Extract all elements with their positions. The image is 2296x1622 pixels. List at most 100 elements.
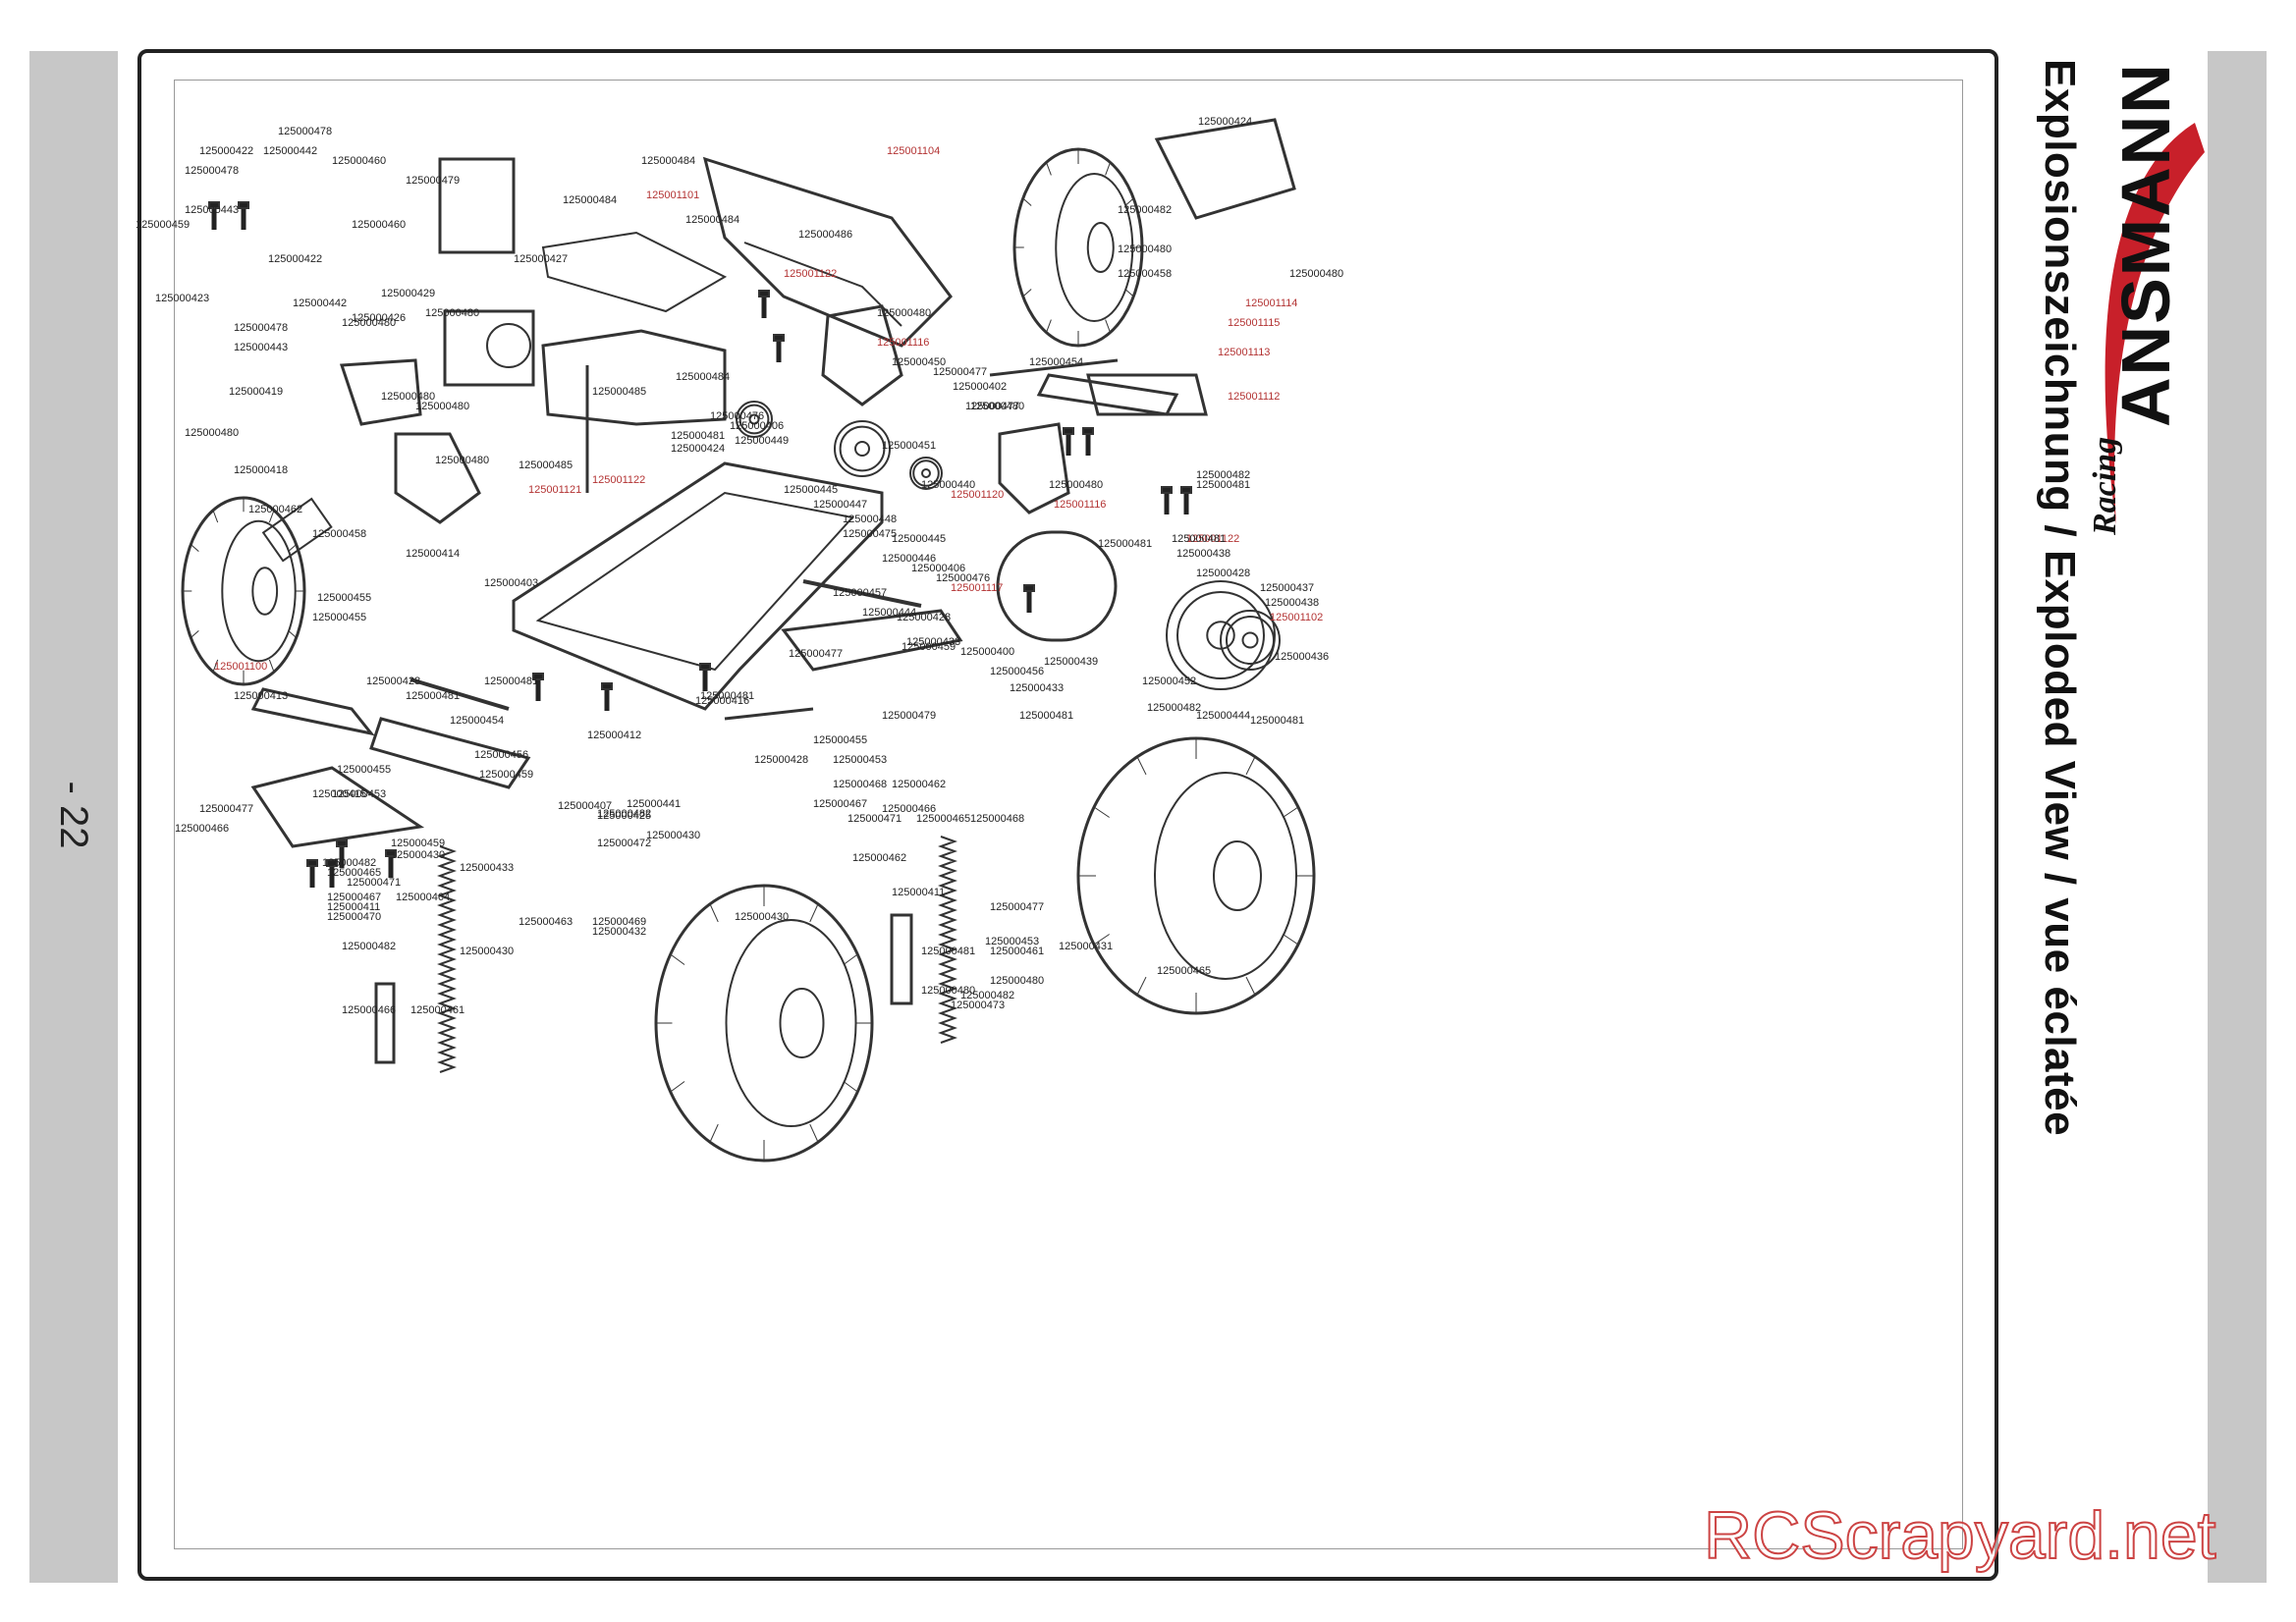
part-number-label: 125000453 <box>833 754 887 766</box>
screw-15-head <box>1023 584 1035 592</box>
part-number-label: 125000478 <box>185 165 239 177</box>
part-number-label: 125000465 <box>327 867 381 879</box>
part-number-label: 125000430 <box>460 946 514 957</box>
part-number-label: 125000468 <box>970 813 1024 825</box>
part-number-label: 125000480 <box>990 975 1044 987</box>
part-number-label: 125000480 <box>185 427 239 439</box>
rear-left-wheel-tread <box>809 1123 819 1143</box>
part-number-label: 125000462 <box>852 852 906 864</box>
part-number-label: 125000460 <box>352 219 406 231</box>
part-number-label: 125000449 <box>735 435 789 447</box>
part-number-label: 125000430 <box>391 849 445 861</box>
part-number-label: 125000433 <box>906 636 960 648</box>
part-number-label: 125000439 <box>1044 656 1098 668</box>
part-number-label: 125000413 <box>234 690 288 702</box>
part-number-label: 125001113 <box>1218 347 1270 358</box>
part-number-label: 125000477 <box>990 901 1044 913</box>
part-number-label: 125000462 <box>892 779 946 790</box>
part-number-label: 125000436 <box>1275 651 1329 663</box>
part-number-label: 125000463 <box>519 916 573 928</box>
front-left-wheel-tread <box>190 544 199 552</box>
motor <box>996 530 1118 642</box>
turnbuckle-front <box>410 677 510 711</box>
rear-arm-right <box>781 609 963 672</box>
part-number-label: 125000464 <box>396 892 450 903</box>
part-number-label: 125000471 <box>847 813 902 825</box>
front-left-wheel-tread <box>288 630 298 638</box>
screw-10-head <box>699 663 711 671</box>
part-number-label: 125000446 <box>882 553 936 565</box>
part-number-label: 125000475 <box>843 528 897 540</box>
part-number-label: 125000481 <box>1019 710 1073 722</box>
part-number-label: 125000443 <box>185 204 239 216</box>
front-left-wheel-rim <box>221 519 297 663</box>
screw-5-head <box>1082 427 1094 435</box>
rear-right-wheel-top-tread <box>1022 289 1032 297</box>
rear-right-wheel-tread <box>1136 976 1147 996</box>
part-number-label: 125001122 <box>784 268 837 280</box>
part-number-label: 125000466 <box>175 823 229 835</box>
chassis-floor <box>535 491 854 672</box>
diagram-canvas: 125000478 125000422 125000442 125000460 1250… <box>136 116 1343 1162</box>
screw-14-head <box>326 859 338 867</box>
part-number-label: 125000456 <box>990 666 1044 677</box>
part-number-label: 125000403 <box>484 577 538 589</box>
part-number-label: 125000445 <box>892 533 946 545</box>
part-number-label: 125001112 <box>1228 391 1280 403</box>
part-number-label: 125000453 <box>985 936 1039 947</box>
rear-right-wheel-top-tread <box>1046 162 1052 176</box>
front-left-wheel-tread <box>288 544 298 552</box>
part-number-label: 125000445 <box>784 484 838 496</box>
part-number-label: 125000425 <box>597 810 651 822</box>
part-number-label: 125000428 <box>897 612 951 623</box>
rear-wing <box>702 156 953 348</box>
part-number-label: 125000482 <box>342 941 396 952</box>
screw-12-head <box>385 849 397 857</box>
screw-2-head <box>758 290 770 297</box>
part-number-label: 125000442 <box>293 297 347 309</box>
part-number-label: 125001116 <box>1054 499 1106 511</box>
rear-left-wheel-tread <box>670 953 685 965</box>
part-number-label: 125000481 <box>1098 538 1152 550</box>
rear-right-wheel-hub <box>1213 840 1262 911</box>
diff-gear-a-bore <box>748 413 760 425</box>
part-number-label: 125000424 <box>671 443 725 455</box>
part-number-label: 125000484 <box>685 214 739 226</box>
part-number-label: 125000468 <box>833 779 887 790</box>
part-number-label: 125000427 <box>514 253 568 265</box>
screw-6-head <box>1161 486 1173 494</box>
front-bulkhead <box>394 432 481 524</box>
rear-right-wheel-top-hub <box>1086 222 1115 273</box>
part-number-label: 125000486 <box>798 229 852 241</box>
rear-left-wheel-tread <box>809 903 819 923</box>
spur-gear-a-bore <box>854 441 870 457</box>
part-number-label: 125000440 <box>921 479 975 491</box>
front-left-wheel-tread <box>190 630 199 638</box>
part-number-label: 125000406 <box>911 563 965 574</box>
part-number-label: 125000423 <box>155 293 209 304</box>
part-number-label: 125000422 <box>199 145 253 157</box>
part-number-label: 125000478 <box>278 126 332 137</box>
slipper-plate <box>1220 610 1281 671</box>
screw-9-head <box>601 682 613 690</box>
part-number-label: 125001104 <box>887 145 940 157</box>
brand-swoosh-icon <box>2105 123 2205 525</box>
part-number-label: 125000400 <box>960 646 1014 658</box>
part-number-label: 125001102 <box>1270 612 1323 623</box>
part-number-label: 125000455 <box>317 592 371 604</box>
part-number-label: 125000412 <box>587 730 641 741</box>
part-number-label: 125000430 <box>735 911 789 923</box>
spur-gear-a <box>834 420 891 477</box>
screw-3-head <box>773 334 785 342</box>
front-shock-tower <box>339 358 422 426</box>
part-number-label: 125000407 <box>558 800 612 812</box>
brand-logo: ANSMANN Racing <box>2087 62 2205 545</box>
part-number-label: 125000472 <box>597 838 651 849</box>
part-number-label: 125000481 <box>921 946 975 957</box>
front-left-wheel-tread <box>268 659 275 673</box>
part-number-label: 125000481 <box>1250 715 1304 727</box>
part-number-label: 125000455 <box>337 764 391 776</box>
screw-7-head <box>1180 486 1192 494</box>
part-number-label: 125000480 <box>1049 479 1103 491</box>
part-number-label: 125000480 <box>425 307 479 319</box>
